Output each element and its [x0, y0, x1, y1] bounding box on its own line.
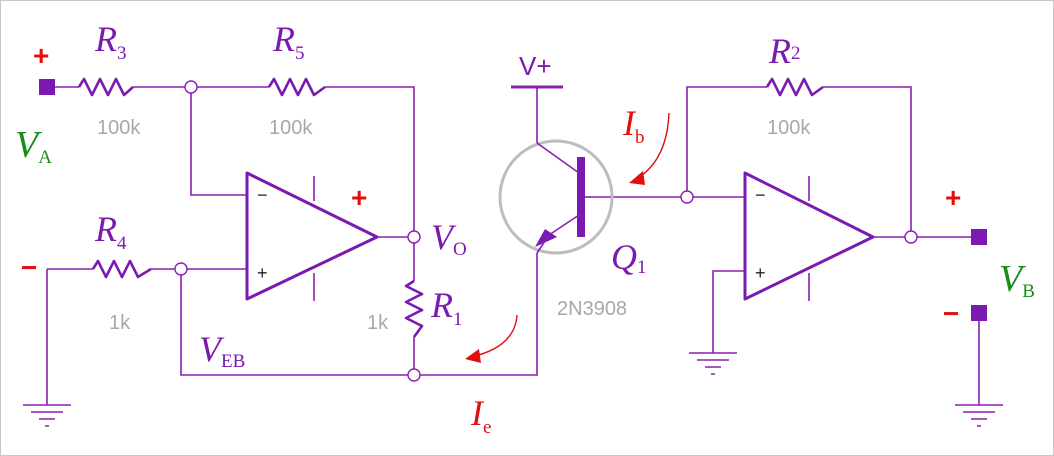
resistor-r2 [765, 77, 824, 97]
veb-label: VEB [199, 329, 245, 372]
ie-label: Ie [470, 393, 491, 438]
resistor-r4 [91, 259, 152, 279]
svg-text:−: − [257, 185, 268, 205]
vb-plus-sign: + [945, 182, 961, 213]
q1-part: 2N3908 [557, 298, 627, 320]
vb-left-minus-sign: − [21, 252, 37, 283]
svg-text:−: − [755, 185, 766, 205]
opamp1-output-plus-sign: + [351, 182, 367, 213]
ground-mid [689, 352, 737, 375]
r5-label: R5 [272, 19, 305, 64]
ie-arrow [465, 314, 518, 363]
wires [46, 86, 980, 405]
r4-value: 1k [109, 312, 131, 334]
junction-nodes [174, 80, 918, 382]
r5-value: 100k [269, 117, 313, 139]
op-amp-2: − + [743, 171, 875, 301]
vo-label: VO [431, 217, 467, 260]
r3-value: 100k [97, 117, 141, 139]
r4-label: R4 [94, 209, 127, 254]
terminals [39, 79, 987, 321]
resistor-r1 [404, 279, 424, 338]
supply-label: V+ [519, 51, 552, 81]
r1-value: 1k [367, 312, 389, 334]
svg-text:+: + [257, 263, 268, 283]
transistor-q1 [498, 85, 614, 255]
svg-text:+: + [755, 263, 766, 283]
r2-label: R2 [768, 31, 801, 71]
vb-label: VB [999, 258, 1035, 302]
va-label: VA [15, 124, 52, 168]
ib-label: Ib [622, 103, 645, 148]
r1-label: R1 [430, 285, 463, 330]
resistor-r3 [77, 77, 134, 97]
ground-left [23, 404, 71, 427]
va-plus-sign: + [33, 40, 49, 71]
ground-right [955, 404, 1003, 427]
r3-label: R3 [94, 19, 127, 64]
vb-minus-sign: − [943, 298, 959, 329]
r2-value: 100k [767, 117, 811, 139]
ib-arrow [629, 112, 670, 185]
resistor-r5 [267, 77, 326, 97]
op-amp-1: − + [245, 171, 379, 301]
q1-label: Q1 [611, 237, 647, 278]
